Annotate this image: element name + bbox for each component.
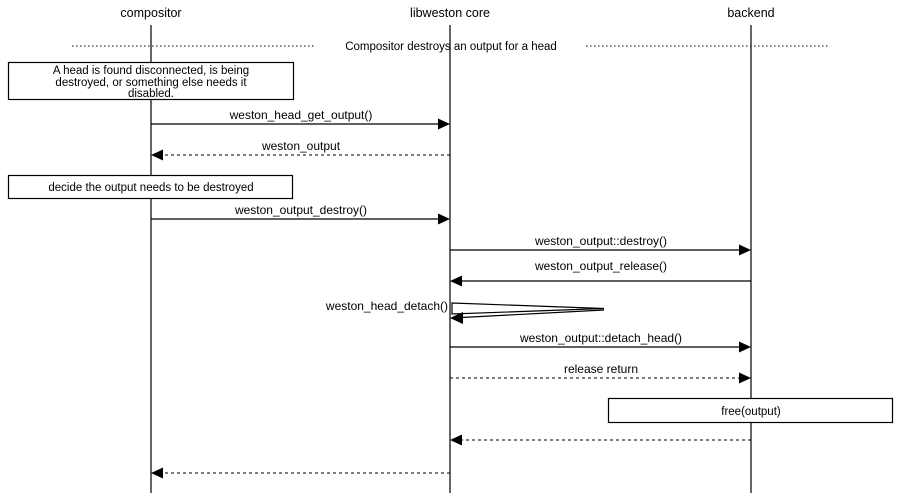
message-arrowhead-weston-output-release — [450, 275, 462, 287]
message-arrowhead-release-return — [739, 372, 751, 384]
note-head-disconnected-line-1: A head is found disconnected, is being — [53, 65, 249, 77]
message-arrowhead-weston-head-get-output — [438, 118, 450, 130]
message-arrowhead-weston-output-return — [151, 149, 163, 161]
note-free-output-line-1: free(output) — [721, 406, 781, 418]
note-head-disconnected-line-3: disabled. — [128, 88, 174, 100]
note-head-disconnected-line-2: destroyed, or something else needs it — [55, 77, 247, 89]
note-decide-destroy-box — [7, 174, 294, 200]
note-head-disconnected-box — [7, 61, 295, 101]
divider-label: Compositor destroys an output for a head — [345, 41, 557, 53]
message-arrowhead-weston-output-destroy — [438, 213, 450, 225]
message-label-weston-output-release: weston_output_release() — [534, 259, 667, 273]
message-label-weston-output-detach-head: weston_output::detach_head() — [519, 331, 682, 345]
message-selfloop-return-weston-head-detach — [451, 309, 605, 319]
message-arrowhead-weston-output-detach-head — [739, 341, 751, 353]
message-arrowhead-weston-output-destroy-vfunc — [739, 244, 751, 256]
actor-label-backend: backend — [727, 6, 774, 20]
actor-label-libweston-core: libweston core — [410, 6, 490, 20]
message-label-weston-head-detach: weston_head_detach() — [325, 299, 448, 313]
actor-label-compositor: compositor — [120, 6, 181, 20]
note-decide-destroy-line-1: decide the output needs to be destroyed — [48, 182, 253, 194]
message-label-weston-output-destroy: weston_output_destroy() — [234, 203, 367, 217]
message-arrowhead-core-return — [151, 467, 163, 479]
message-label-release-return: release return — [564, 362, 638, 376]
message-label-weston-output-destroy-vfunc: weston_output::destroy() — [534, 234, 667, 248]
note-free-output-box — [607, 397, 894, 424]
message-selfloop-weston-head-detach — [451, 302, 605, 315]
message-arrowhead-backend-return — [450, 434, 462, 446]
message-label-weston-head-get-output: weston_head_get_output() — [229, 108, 373, 122]
message-label-weston-output-return: weston_output — [261, 139, 341, 153]
